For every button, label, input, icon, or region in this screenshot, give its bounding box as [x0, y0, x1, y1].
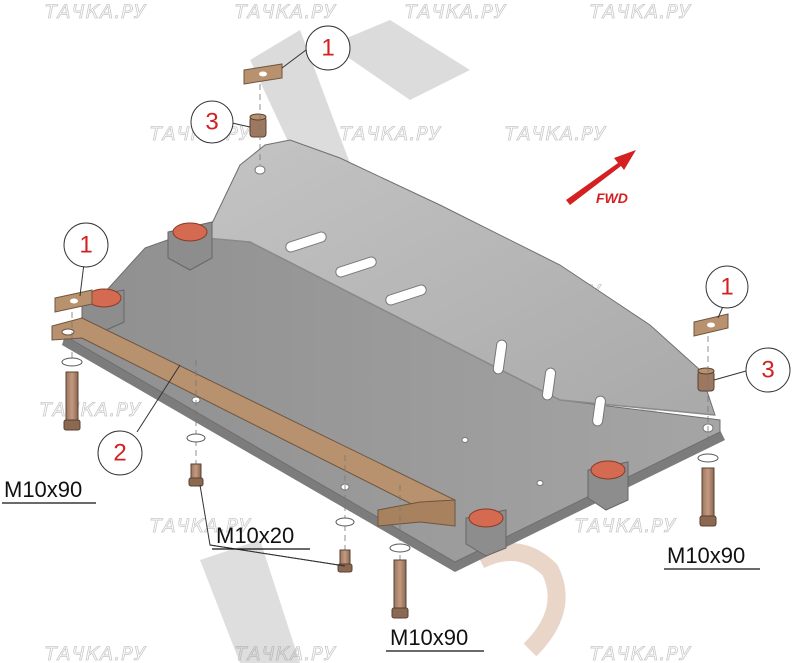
- bolt-labels: M10x90 M10x20 M10x90 M10x90: [2, 477, 760, 652]
- arrow-icon: [566, 150, 636, 205]
- watermark: ТАЧКА.РУ: [235, 643, 337, 663]
- callout-number: 3: [205, 109, 218, 136]
- bolt-label-bottom: M10x90: [390, 625, 468, 650]
- watermark: ТАЧКА.РУ: [505, 123, 607, 145]
- fwd-label: FWD: [596, 190, 628, 206]
- watermark: ТАЧКА.РУ: [575, 515, 677, 537]
- spacers: [249, 113, 715, 392]
- watermark: ТАЧКА.РУ: [45, 643, 147, 663]
- callout-circle: [97, 430, 143, 476]
- bolt-label-right: M10x90: [667, 543, 745, 568]
- watermark: ТАЧКА.РУ: [590, 1, 692, 23]
- callout-number: 2: [113, 440, 126, 467]
- watermark: ТАЧКА.РУ: [150, 515, 252, 537]
- callouts: 1 3 1 1 3 2: [63, 25, 791, 476]
- skid-plate: [62, 139, 725, 572]
- callout-circle: [705, 265, 749, 309]
- small-brackets: [54, 63, 729, 337]
- callout-circle: [63, 222, 109, 268]
- bolt-label-left: M10x90: [4, 477, 82, 502]
- callout-circle: [190, 100, 234, 144]
- watermark: ТАЧКА.РУ: [590, 643, 692, 663]
- callout-number: 1: [321, 35, 334, 62]
- watermark: ТАЧКА.РУ: [340, 123, 442, 145]
- callout-circle: [745, 347, 791, 393]
- bolt-label-middle: M10x20: [216, 523, 294, 548]
- callout-number: 1: [79, 232, 92, 259]
- watermark: ТАЧКА.РУ: [45, 1, 147, 23]
- callout-circle: [305, 25, 351, 71]
- watermark: ТАЧКА.РУ: [405, 1, 507, 23]
- forward-direction-indicator: FWD: [566, 150, 636, 206]
- fasteners: [61, 357, 719, 619]
- watermark: ТАЧКА.РУ: [235, 1, 337, 23]
- callout-number: 3: [761, 357, 774, 384]
- bracket-bar: [51, 317, 456, 527]
- callout-number: 1: [720, 274, 733, 301]
- watermark: ТАЧКА.РУ: [40, 399, 142, 421]
